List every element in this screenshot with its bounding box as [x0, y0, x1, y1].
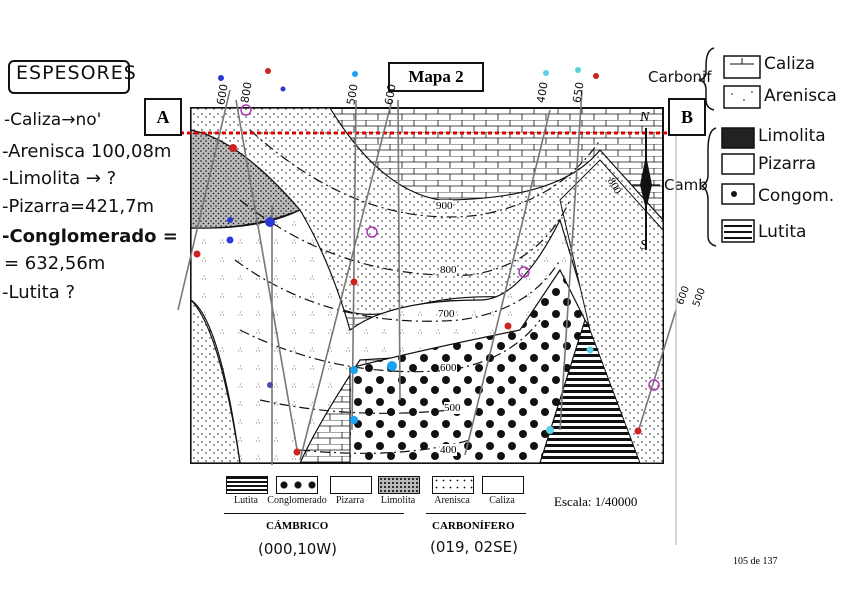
legend-swatch-limolita — [378, 476, 420, 494]
note-line-caliza: -Caliza→no' — [4, 110, 102, 130]
note-line-pizarra: -Pizarra=421,7m — [2, 196, 155, 217]
legend-swatch-caliza — [482, 476, 524, 494]
period-line-carbonifero — [426, 513, 526, 514]
contour-800: 800 — [440, 264, 457, 276]
right-group-camb: Camb — [664, 176, 708, 194]
legend-swatch-arenisca — [432, 476, 474, 494]
legend-label-limolita: Limolita — [380, 495, 416, 506]
note-line-limolita: -Limolita → ? — [2, 168, 117, 189]
page-number: 105 de 137 — [733, 556, 778, 567]
contour-500: 500 — [444, 402, 461, 414]
legend-label-lutita: Lutita — [234, 495, 258, 506]
period-carbonifero: CARBONÍFERO — [432, 520, 515, 532]
contour-400: 400 — [440, 444, 457, 456]
note-line-arenisca: -Arenisca 100,08m — [2, 141, 172, 162]
contour-600: 600 — [440, 362, 457, 374]
notes-title-box — [8, 60, 130, 94]
right-item-arenisca: Arenisca — [764, 86, 837, 106]
right-item-caliza: Caliza — [764, 54, 816, 74]
compass-south: S — [640, 238, 647, 253]
label-a: A — [144, 98, 182, 136]
map-title: Mapa 2 — [388, 62, 484, 92]
legend-label-arenisca: Arenisca — [434, 495, 470, 506]
carbonifero-attitude: (019, 02SE) — [430, 538, 518, 556]
right-item-lutita: Lutita — [758, 222, 807, 242]
contour-700: 700 — [438, 308, 455, 320]
legend-label-conglomerado: Conglomerado — [267, 495, 327, 506]
legend-label-caliza: Caliza — [489, 495, 515, 506]
right-item-pizarra: Pizarra — [758, 154, 817, 174]
right-group-carbonif: Carbonif — [648, 68, 712, 86]
note-line-conglomerado: -Conglomerado = — [2, 226, 178, 247]
legend-swatch-pizarra — [330, 476, 372, 494]
note-line-lutita: -Lutita ? — [2, 282, 76, 303]
scale-text: Escala: 1/40000 — [554, 494, 638, 509]
label-b: B — [668, 98, 706, 136]
right-item-conglom: Congom. — [758, 186, 835, 206]
cambrico-attitude: (000,10W) — [258, 540, 338, 558]
period-cambrico: CÁMBRICO — [266, 520, 329, 532]
notes-title: ESPESORES — [16, 62, 137, 84]
right-item-limolita: Limolita — [758, 126, 826, 146]
note-line-conglomerado-value: = 632,56m — [4, 253, 106, 274]
legend-swatch-conglomerado — [276, 476, 318, 494]
compass-north: N — [640, 110, 650, 125]
legend-label-pizarra: Pizarra — [335, 495, 365, 506]
legend-swatch-lutita — [226, 476, 268, 494]
contour-900: 900 — [436, 200, 453, 212]
period-line-cambrico — [224, 513, 404, 514]
